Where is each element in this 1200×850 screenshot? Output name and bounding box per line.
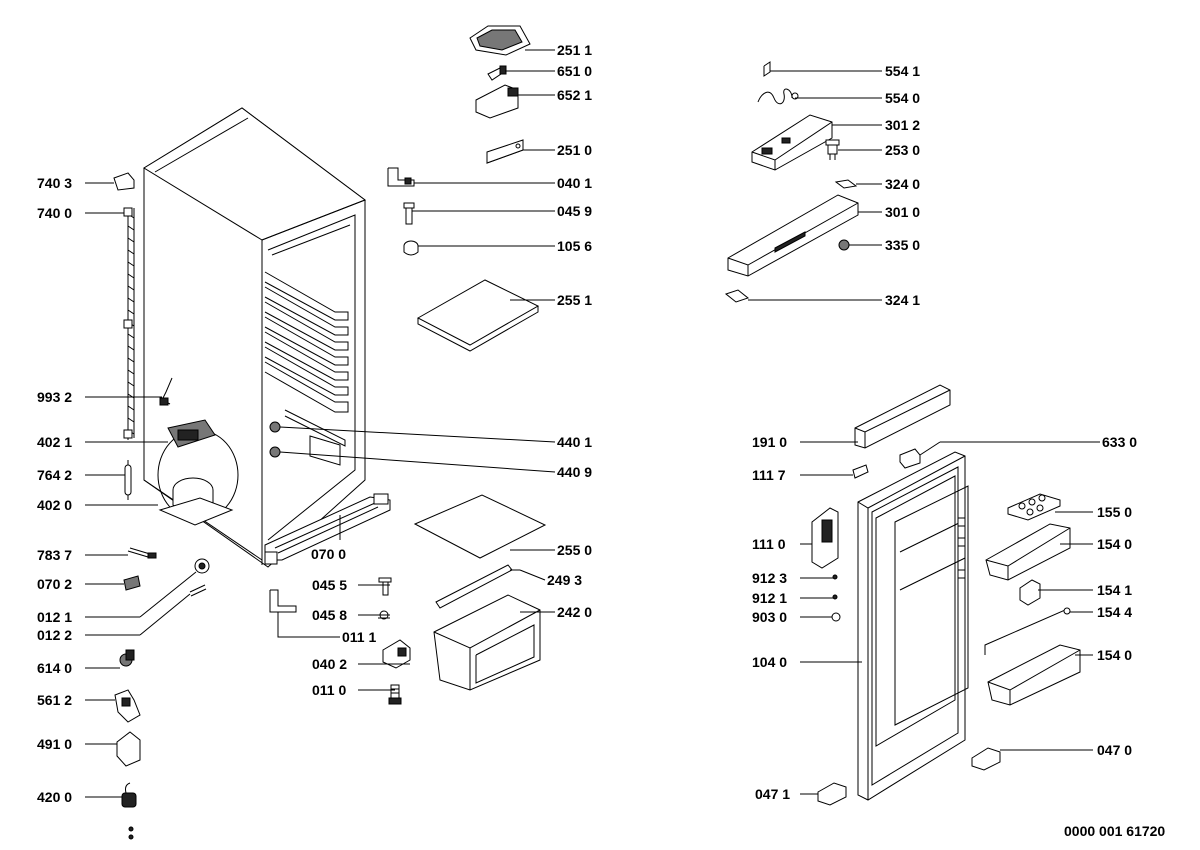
part-label-0111: 011 1	[342, 629, 377, 645]
part-label-4021: 402 1	[37, 434, 73, 450]
part-label-0458: 045 8	[312, 607, 348, 623]
part-label-4200: 420 0	[37, 789, 73, 805]
part-label-6521: 652 1	[557, 87, 593, 103]
part-label-0471: 047 1	[755, 786, 791, 802]
part-label-1110: 111 0	[752, 536, 786, 552]
part-label-6510: 651 0	[557, 63, 593, 79]
mid-hardware	[269, 577, 411, 705]
part-label-2420: 242 0	[557, 604, 593, 620]
part-label-1040: 104 0	[752, 654, 788, 670]
part-label-7400: 740 0	[37, 205, 73, 221]
top-middle-parts	[387, 25, 531, 256]
part-label-7642: 764 2	[37, 467, 73, 483]
part-label-4409: 440 9	[557, 464, 593, 480]
part-label-2493: 249 3	[547, 572, 583, 588]
part-label-0470: 047 0	[1097, 742, 1133, 758]
part-label-5541: 554 1	[885, 63, 921, 79]
part-label-0110: 011 0	[312, 682, 347, 698]
part-label-4910: 491 0	[37, 736, 73, 752]
part-label-0121: 012 1	[37, 609, 73, 625]
leader-lines	[85, 49, 1100, 798]
cabinet-shelves	[264, 271, 349, 466]
fridge-cabinet	[143, 107, 391, 568]
part-label-3240: 324 0	[885, 176, 921, 192]
part-label-1544: 154 4	[1097, 604, 1133, 620]
part-label-9123: 912 3	[752, 570, 788, 586]
compressor-402-0	[157, 419, 239, 526]
part-label-2550: 255 0	[557, 542, 593, 558]
part-label-0402: 040 2	[312, 656, 348, 672]
part-label-3350: 335 0	[885, 237, 921, 253]
part-label-2511: 251 1	[557, 42, 593, 58]
part-label-9932: 993 2	[37, 389, 73, 405]
crisper-drawer-2420	[433, 594, 541, 691]
bottom-tray-0700	[264, 493, 391, 565]
part-label-5540: 554 0	[885, 90, 921, 106]
part-label-4020: 402 0	[37, 497, 73, 513]
part-label-2551: 255 1	[557, 292, 593, 308]
control-unit-parts	[724, 61, 859, 303]
part-label-9030: 903 0	[752, 609, 788, 625]
part-label-3241: 324 1	[885, 292, 921, 308]
part-label-7837: 783 7	[37, 547, 73, 563]
part-label-0122: 012 2	[37, 627, 73, 643]
glass-shelf-2551	[416, 279, 540, 352]
part-label-1541: 154 1	[1097, 582, 1133, 598]
part-label-3012: 301 2	[885, 117, 921, 133]
part-label-2510: 251 0	[557, 142, 593, 158]
part-label-2530: 253 0	[885, 142, 921, 158]
condenser-tube-7400	[113, 172, 135, 440]
part-label-9121: 912 1	[752, 590, 788, 606]
glass-shelf-2550	[413, 494, 547, 559]
part-label-3010: 301 0	[885, 204, 921, 220]
part-label-0702: 070 2	[37, 576, 73, 592]
part-label-1056: 105 6	[557, 238, 593, 254]
part-label-6330: 633 0	[1102, 434, 1138, 450]
part-label-0700: 070 0	[311, 546, 347, 562]
part-label-1540-bottom: 154 0	[1097, 647, 1133, 663]
part-label-0401: 040 1	[557, 175, 593, 191]
part-label-1550: 155 0	[1097, 504, 1133, 520]
part-label-6140: 614 0	[37, 660, 73, 676]
diagram-number: 0000 001 61720	[1064, 823, 1166, 839]
part-label-1117: 111 7	[752, 467, 786, 483]
part-label-0455: 045 5	[312, 577, 348, 593]
part-label-7403: 740 3	[37, 175, 73, 191]
part-label-4401: 440 1	[557, 434, 593, 450]
part-label-1540-top: 154 0	[1097, 536, 1133, 552]
part-label-1910: 191 0	[752, 434, 788, 450]
part-label-0459: 045 9	[557, 203, 593, 219]
door-assembly	[811, 384, 1081, 806]
left-small-parts	[114, 377, 210, 840]
part-label-5612: 561 2	[37, 692, 73, 708]
